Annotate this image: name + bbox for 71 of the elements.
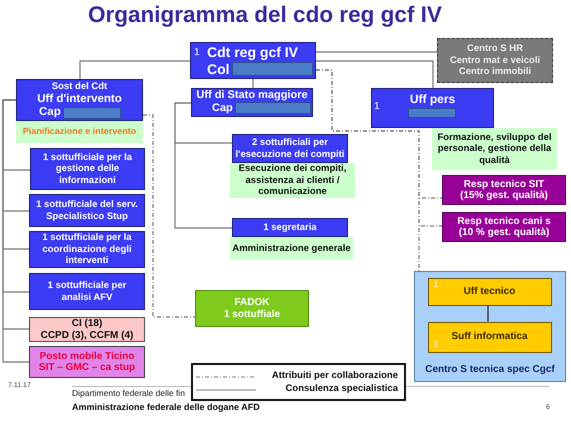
rank-label: Cap: [212, 102, 233, 115]
unit-label: Centro mat e veicoli: [450, 54, 540, 66]
staff-count: 1: [434, 338, 439, 350]
staff-count: 1: [194, 47, 200, 59]
unit-box: [428, 322, 552, 352]
unit-label: 1 segretaria: [263, 222, 317, 234]
unit-box: [442, 175, 566, 205]
group-title: Centro S tecnica spec Cgcf: [425, 364, 555, 376]
unit-label: Suff informatica: [451, 331, 528, 343]
unit-box: [16, 79, 143, 121]
unit-label: FADOK: [234, 297, 270, 308]
connector-line: [316, 51, 437, 53]
task-box: [16, 121, 143, 143]
connector-line: [79, 60, 190, 79]
unit-label: CCPD (3), CCFM (4): [40, 330, 134, 341]
unit-box: [232, 218, 348, 237]
unit-box: [29, 194, 145, 227]
unit-box: [29, 346, 145, 378]
staff-count: 1: [374, 101, 380, 113]
unit-label: 1 sottufficiale per la coordinazione degli interventi: [41, 232, 133, 267]
task-box: [230, 237, 353, 260]
unit-box: [191, 88, 313, 117]
rank-label: Col: [207, 61, 230, 78]
connector-line: [143, 114, 195, 318]
unit-box: [437, 38, 553, 83]
unit-box: [190, 42, 316, 79]
legend-label: Attribuiti per collaborazione: [272, 370, 398, 382]
unit-label: SIT – GMC – ca stup: [38, 362, 136, 374]
unit-label: Uff di Stato maggiore: [196, 89, 308, 102]
unit-label: (15% gest. qualità): [460, 190, 548, 202]
unit-label: Resp tecnico SIT: [464, 178, 544, 190]
unit-box: [195, 290, 309, 327]
unit-label: Uff d'intervento: [37, 92, 122, 106]
footer-department: Dipartimento federale delle fin: [72, 388, 185, 400]
unit-label: 1 sottufficiale per analisi AFV: [46, 280, 128, 303]
diagram-title: Organigramma del cdo reg gcf IV: [88, 2, 442, 28]
unit-box: [428, 278, 552, 306]
unit-label: 1 sottufficiale per la gestione delle informazioni: [42, 152, 134, 186]
unit-box: [29, 273, 145, 310]
unit-label: Cdt reg gcf IV: [207, 44, 298, 61]
unit-label: (10 % gest. qualità): [458, 227, 550, 238]
group-panel: [414, 271, 566, 382]
unit-box: [30, 148, 145, 190]
unit-label: Uff pers: [410, 92, 456, 107]
unit-label: 1 sottuffiale: [224, 308, 280, 320]
connector-line: [174, 102, 232, 229]
unit-box: [371, 88, 494, 128]
unit-label: Centro S HR: [467, 43, 523, 55]
task-description: Formazione, sviluppo del personale, gestione della qualità: [436, 132, 552, 166]
unit-label: Uff tecnico: [464, 286, 516, 298]
connector-line: [316, 69, 420, 271]
unit-label: Centro immobili: [458, 66, 532, 78]
task-description: Pianificazione e intervento: [22, 126, 136, 138]
rank-label: Cap: [39, 106, 61, 119]
task-description: Esecuzione dei compiti, assistenza ai clienti / comunicazione: [238, 163, 348, 198]
task-description: Amministrazione generale: [232, 242, 351, 254]
legend-label: Consulenza specialistica: [286, 383, 398, 395]
unit-label: CI (18): [72, 318, 102, 330]
connector-line: [316, 60, 434, 88]
connector-line: [252, 79, 254, 88]
connector-line: [487, 306, 489, 322]
unit-box: [442, 212, 566, 242]
unit-label: 2 sottufficiali per l'esecuzione dei compiti: [235, 137, 345, 160]
unit-box: [29, 317, 145, 342]
unit-box: [29, 231, 145, 268]
footer-office: Amministrazione federale delle dogane AFD: [72, 401, 260, 413]
staff-count: 1: [434, 278, 439, 290]
unit-label: Resp tecnico cani s: [457, 216, 551, 227]
unit-label: Sost del Cdt: [52, 81, 108, 92]
unit-label: 1 sottufficiale del serv. Specialistico Stup: [35, 199, 139, 222]
unit-label: Posto mobile Ticino: [40, 350, 134, 362]
